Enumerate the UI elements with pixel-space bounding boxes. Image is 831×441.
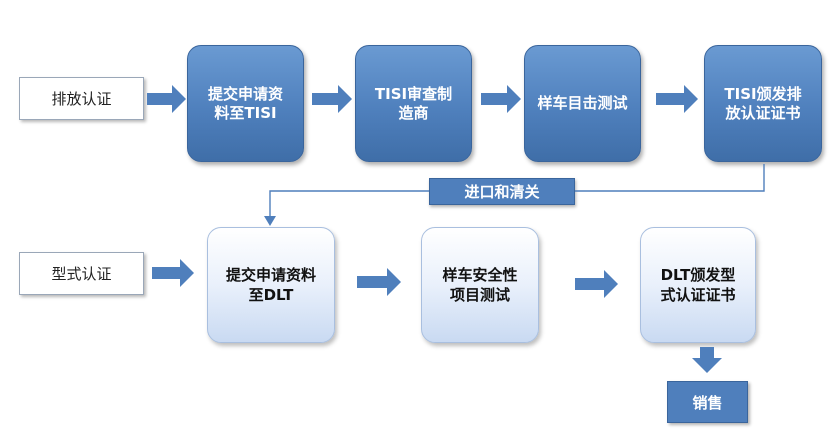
step-submit-to-tisi-text: 提交申请资 料至TISI <box>207 84 283 122</box>
step-tisi-issue-certificate-text: TISI颁发排 放认证证书 <box>724 84 802 122</box>
arrow-down-icon <box>692 347 722 373</box>
step-witness-test-text: 样车目击测试 <box>537 94 628 112</box>
type-approval-label: 型式认证 <box>19 252 144 295</box>
arrow-right-icon <box>152 259 194 287</box>
arrow-right-icon <box>357 268 401 296</box>
arrow-right-icon <box>481 85 521 113</box>
step-dlt-issue-certificate-text: DLT颁发型 式认证证书 <box>660 266 736 304</box>
step-tisi-review: TISI审查制 造商 <box>355 45 472 162</box>
arrow-right-icon <box>575 270 618 298</box>
step-tisi-review-text: TISI审查制 造商 <box>374 84 453 122</box>
emission-certification-label: 排放认证 <box>19 77 144 120</box>
import-customs-bar: 进口和清关 <box>429 178 575 205</box>
step-safety-test: 样车安全性 项目测试 <box>421 227 539 343</box>
step-submit-to-dlt-text: 提交申请资料 至DLT <box>225 266 316 304</box>
connector-line <box>575 164 765 192</box>
sales-box: 销售 <box>667 381 748 423</box>
connector-line <box>269 190 429 218</box>
step-witness-test: 样车目击测试 <box>524 45 641 162</box>
step-tisi-issue-certificate: TISI颁发排 放认证证书 <box>704 45 822 162</box>
sales-box-text: 销售 <box>692 393 723 412</box>
arrow-right-icon <box>312 85 352 113</box>
emission-certification-label-text: 排放认证 <box>51 90 112 108</box>
step-submit-to-dlt: 提交申请资料 至DLT <box>207 227 335 343</box>
type-approval-label-text: 型式认证 <box>51 265 112 283</box>
import-customs-bar-text: 进口和清关 <box>464 183 540 201</box>
arrow-right-icon <box>147 85 186 113</box>
step-submit-to-tisi: 提交申请资 料至TISI <box>187 45 304 162</box>
arrow-down-icon <box>264 216 276 226</box>
step-dlt-issue-certificate: DLT颁发型 式认证证书 <box>640 227 756 343</box>
arrow-right-icon <box>656 85 698 113</box>
step-safety-test-text: 样车安全性 项目测试 <box>442 266 518 304</box>
